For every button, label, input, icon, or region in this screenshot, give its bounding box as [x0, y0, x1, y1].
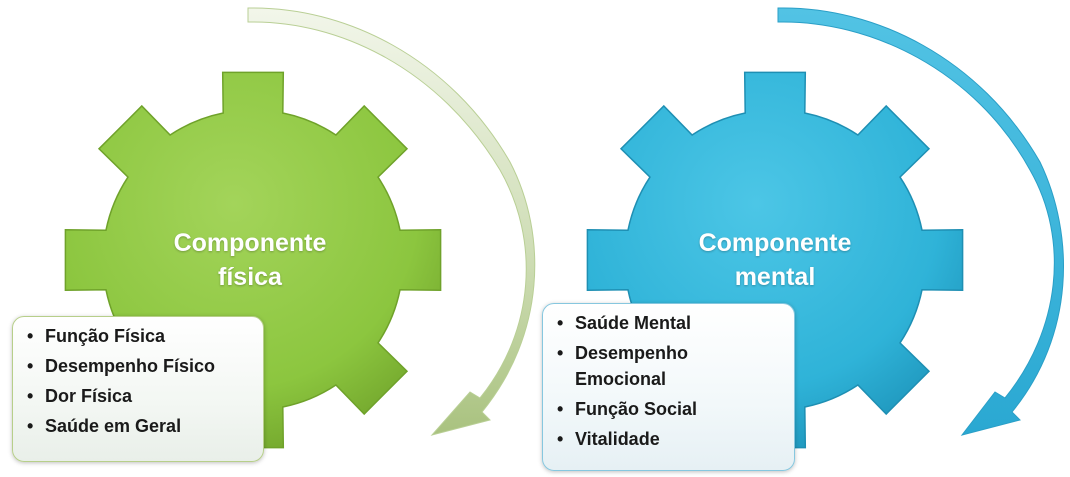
list-item: Função Física — [27, 323, 253, 349]
list-item: Saúde Mental — [557, 310, 784, 336]
right-gear-title: Componente mental — [698, 229, 852, 291]
left-gear-title: Componente física — [173, 229, 327, 291]
right-list-box: Saúde Mental Desempenho Emocional Função… — [542, 303, 795, 471]
list-item: Dor Física — [27, 383, 253, 409]
right-list: Saúde Mental Desempenho Emocional Função… — [557, 310, 784, 452]
left-list: Função Física Desempenho Físico Dor Físi… — [27, 323, 253, 439]
list-item: Vitalidade — [557, 426, 784, 452]
right-curved-arrow — [777, 7, 1064, 436]
left-list-box: Função Física Desempenho Físico Dor Físi… — [12, 316, 264, 462]
list-item: Desempenho Físico — [27, 353, 253, 379]
left-curved-arrow — [247, 7, 536, 436]
list-item: Função Social — [557, 396, 784, 422]
list-item: Desempenho Emocional — [557, 340, 784, 392]
list-item: Saúde em Geral — [27, 413, 253, 439]
